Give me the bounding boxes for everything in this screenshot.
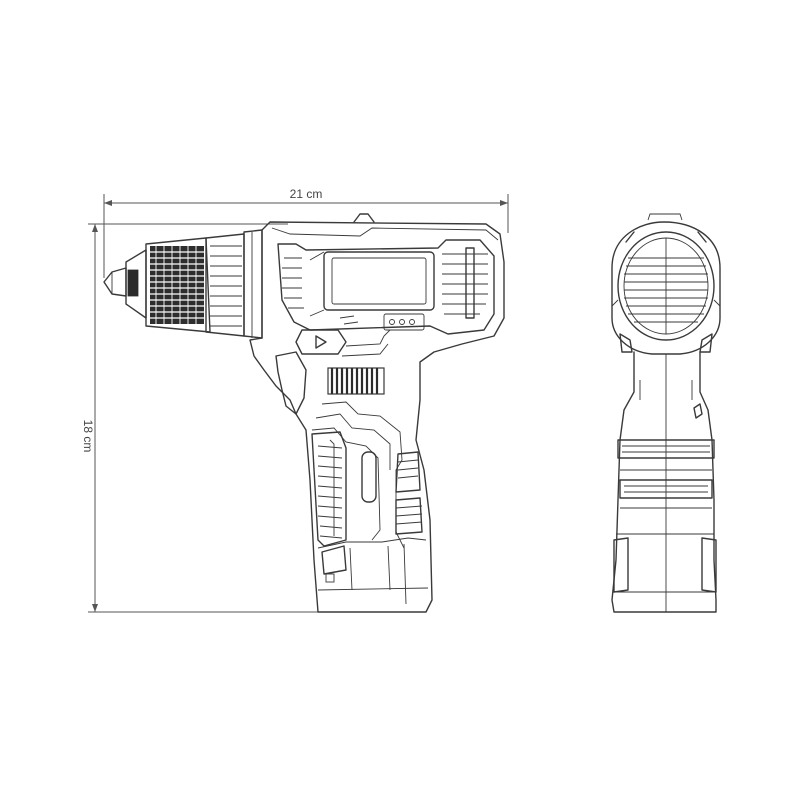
height-dimension: 18 cm — [81, 223, 318, 613]
chuck-knurl — [150, 246, 204, 324]
width-dimension: 21 cm — [103, 187, 509, 278]
side-view — [103, 213, 505, 613]
width-label: 21 cm — [290, 187, 323, 201]
front-vent-grille — [624, 238, 708, 334]
handle-grip — [311, 431, 347, 547]
front-view — [611, 213, 721, 613]
height-label: 18 cm — [81, 420, 95, 453]
